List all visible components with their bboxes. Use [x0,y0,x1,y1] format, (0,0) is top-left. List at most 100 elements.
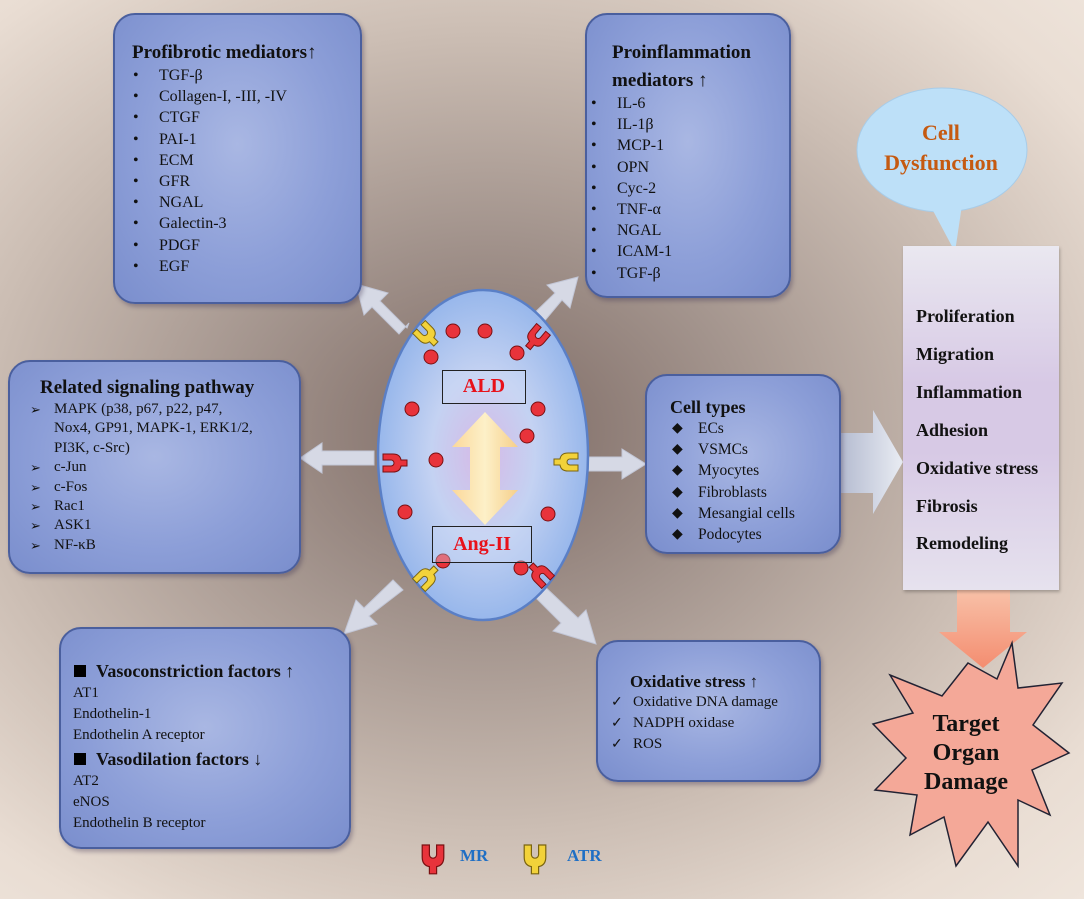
process-item: Inflammation [916,381,1023,402]
list-item: VSMCs [672,439,795,460]
ligand-dot [477,323,493,339]
vasoconstriction-title: Vasoconstriction factors ↑ [96,661,295,681]
list-item: Endothelin A receptor [73,727,205,743]
processes-panel: Proliferation Migration Inflammation Adh… [903,246,1059,590]
arrow-to-oxidative [531,583,597,645]
list-item: Galectin-3 [129,213,287,234]
list-item: TGF-β [587,263,672,284]
atr-legend-icon [523,844,547,875]
cell-dysfunction-label: Cell Dysfunction [861,118,1021,178]
target-line2: Organ [932,740,1000,766]
process-item: Migration [916,343,994,364]
down-arrow-to-target [939,590,1027,668]
ang-ii-label: Ang-II [432,526,532,563]
proinflammation-list: IL-6 IL-1β MCP-1 OPN Cyc-2 TNF-α NGAL IC… [587,93,672,284]
list-item: ASK1 [30,516,253,536]
mr-legend-icon [421,844,445,875]
cell-types-title: Cell types [670,397,746,417]
ligand-dot [540,506,556,522]
list-item: Endothelin-1 [73,706,152,722]
list-item: MCP-1 [587,135,672,156]
list-item: c-Fos [30,478,253,498]
vasoconstriction-list: AT1 Endothelin-1 Endothelin A receptor [73,683,205,746]
list-item: Podocytes [672,524,795,545]
ligand-dot [445,323,461,339]
process-item: Adhesion [916,419,989,440]
signaling-list: MAPK (p38, p67, p22, p47, Nox4, GP91, MA… [30,400,253,556]
ligand-dots [397,323,556,576]
list-item: Cyc-2 [587,178,672,199]
list-item: Endothelin B receptor [73,815,206,831]
signaling-pathway-box: Related signaling pathway MAPK (p38, p67… [8,360,301,574]
process-item: Remodeling [916,533,1008,554]
square-bullet-icon [74,665,86,677]
list-item: NF-κB [30,536,253,556]
list-item: NGAL [587,220,672,241]
list-item: ICAM-1 [587,241,672,262]
oxidative-title: Oxidative stress ↑ [630,672,759,691]
process-item: Proliferation [916,306,1015,326]
list-item: TNF-α [587,199,672,220]
ligand-dot [513,560,529,576]
process-item: Oxidative stress [916,457,1039,478]
ligand-dot [530,401,546,417]
list-item: NADPH oxidase [611,713,778,734]
list-item-continuation: PI3K, c-Src) [54,439,130,456]
list-item: TGF-β [129,65,287,86]
speech-bubble-tail [930,205,962,252]
square-bullet-icon [74,753,86,765]
list-item: CTGF [129,107,287,128]
mr-legend-label: MR [460,846,489,865]
profibrotic-list: TGF-β Collagen-I, -III, -IV CTGF PAI-1 E… [129,65,287,277]
ligand-dot [519,428,535,444]
proinflammation-mediators-box: Proinflammation mediators ↑ IL-6 IL-1β M… [585,13,791,298]
list-item: eNOS [73,794,110,810]
target-line1: Target [932,711,1000,737]
list-item: GFR [129,171,287,192]
list-item: ROS [611,734,778,755]
arrow-to-vaso [343,579,404,635]
vasodilation-heading: Vasodilation factors ↓ [74,747,262,771]
list-item: PAI-1 [129,129,287,150]
ligand-dot [397,504,413,520]
ligand-dot [435,553,451,569]
proinflammation-title-line2: mediators ↑ [612,70,708,91]
ald-label: ALD [442,370,526,404]
list-item: AT1 [73,685,99,701]
list-item: Myocytes [672,460,795,481]
list-item: Mesangial cells [672,503,795,524]
list-item: c-Jun [30,458,253,478]
list-item: OPN [587,157,672,178]
cell-dysfunction-line2: Dysfunction [884,150,998,175]
atr-legend-label: ATR [567,846,602,865]
proinflammation-title-line1: Proinflammation [612,42,751,63]
profibrotic-title: Profibrotic mediators↑ [132,42,317,63]
list-item: AT2 [73,773,99,789]
vasoconstriction-heading: Vasoconstriction factors ↑ [74,659,294,683]
ligand-dot [428,452,444,468]
list-item-continuation: Nox4, GP91, MAPK-1, ERK1/2, [54,420,253,437]
arrow-to-signaling [299,442,375,474]
ligand-dot [404,401,420,417]
oxidative-list: Oxidative DNA damage NADPH oxidase ROS [611,692,778,755]
processes-list: Proliferation Migration Inflammation Adh… [916,298,1038,563]
list-item: EGF [129,256,287,277]
list-item: IL-6 [587,93,672,114]
big-arrow-to-processes [840,410,903,514]
list-item: Fibroblasts [672,482,795,503]
cell-types-box: Cell types ECs VSMCs Myocytes Fibroblast… [645,374,841,554]
target-starburst [871,640,1071,869]
cell-types-list: ECs VSMCs Myocytes Fibroblasts Mesangial… [672,418,795,545]
list-item: MAPK (p38, p67, p22, p47, [30,400,253,420]
list-item: Oxidative DNA damage [611,692,778,713]
target-line3: Damage [924,769,1008,795]
list-item: ECs [672,418,795,439]
list-item: IL-1β [587,114,672,135]
list-item: Rac1 [30,497,253,517]
vaso-factors-box: Vasoconstriction factors ↑ AT1 Endotheli… [59,627,351,849]
signaling-title: Related signaling pathway [40,377,255,398]
ligand-dot [509,345,525,361]
list-item: Collagen-I, -III, -IV [129,86,287,107]
